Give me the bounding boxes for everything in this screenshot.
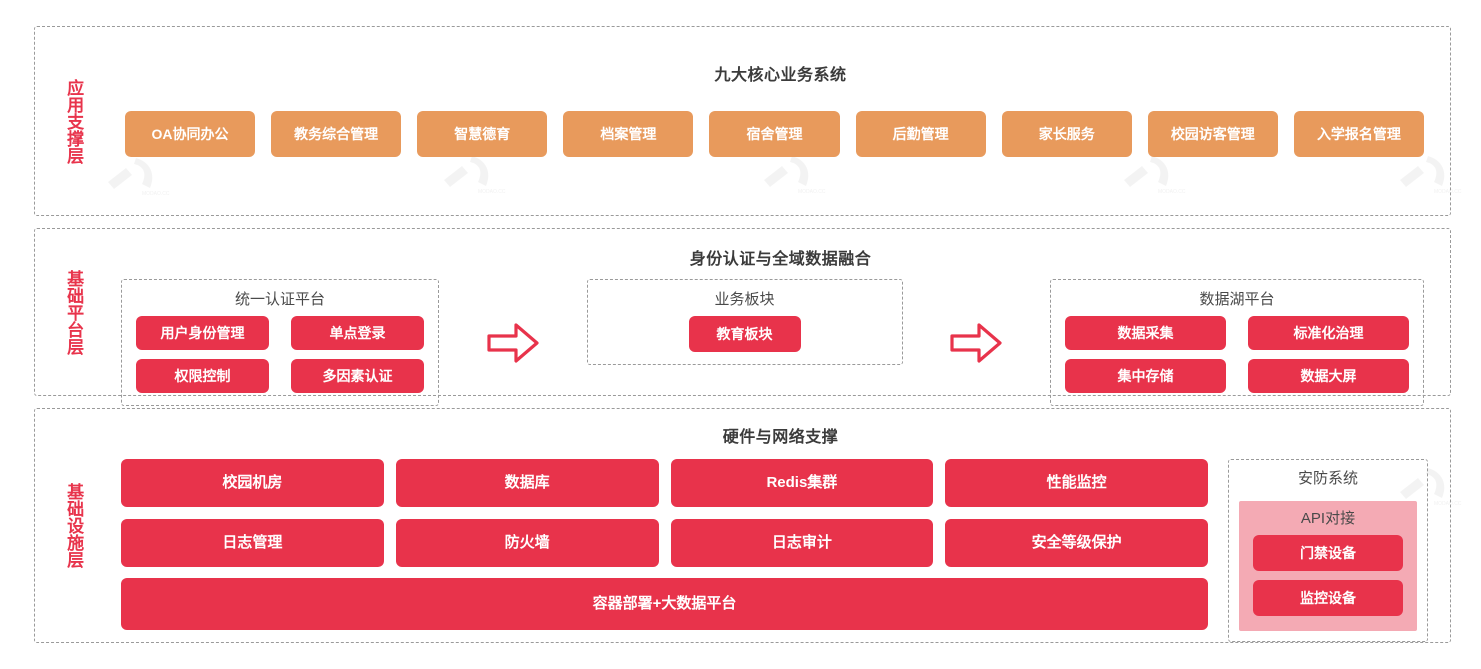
security-api-title: API对接 [1300, 510, 1356, 527]
panel-title-business-module: 业务板块 [714, 291, 775, 308]
flow-arrow-1 [439, 279, 587, 406]
infrastructure-grid: 校园机房 数据库 Redis集群 性能监控 日志管理 防火墙 日志审计 安全等级… [121, 459, 1208, 567]
layer-label-application-support: 应用支撑层 [64, 78, 84, 164]
layer-infrastructure: 基础设施层 硬件与网络支撑 校园机房 数据库 Redis集群 性能监控 日志管理… [34, 408, 1451, 643]
panel-business-module: 业务板块 教育板块 [586, 279, 903, 365]
layer-title-application-support: 九大核心业务系统 [714, 67, 847, 84]
layer-label-infrastructure: 基础设施层 [64, 483, 84, 568]
business-system-card[interactable]: 家长服务 [1001, 111, 1132, 157]
business-system-card[interactable]: 校园访客管理 [1147, 111, 1278, 157]
data-lake-card[interactable]: 数据采集 [1065, 316, 1226, 350]
infrastructure-card[interactable]: 日志审计 [670, 519, 934, 567]
infrastructure-card[interactable]: 数据库 [395, 459, 659, 507]
infrastructure-card[interactable]: 安全等级保护 [945, 519, 1208, 567]
infrastructure-card[interactable]: 校园机房 [121, 459, 384, 507]
layer-title-base-platform: 身份认证与全域数据融合 [689, 251, 872, 268]
layer-application-support: 应用支撑层 九大核心业务系统 OA协同办公 教务综合管理 智慧德育 档案管理 宿… [34, 26, 1451, 216]
unified-auth-card[interactable]: 多因素认证 [291, 359, 424, 393]
panel-data-lake: 数据湖平台 数据采集 标准化治理 集中存储 数据大屏 [1050, 279, 1424, 406]
security-device-card[interactable]: 监控设备 [1253, 580, 1403, 616]
business-system-card[interactable]: 宿舍管理 [709, 111, 840, 157]
panel-title-security-system: 安防系统 [1297, 470, 1358, 487]
business-system-card[interactable]: 档案管理 [563, 111, 694, 157]
infrastructure-full-row: 容器部署+大数据平台 [121, 578, 1208, 630]
data-lake-card[interactable]: 集中存储 [1065, 359, 1226, 393]
infrastructure-main-column: 校园机房 数据库 Redis集群 性能监控 日志管理 防火墙 日志审计 安全等级… [121, 459, 1208, 642]
security-device-card[interactable]: 门禁设备 [1253, 535, 1403, 571]
unified-auth-card[interactable]: 权限控制 [136, 359, 269, 393]
layer-body-base-platform: 身份认证与全域数据融合 统一认证平台 用户身份管理 单点登录 权限控制 多因素认… [111, 229, 1450, 406]
business-system-card[interactable]: 入学报名管理 [1293, 111, 1424, 157]
infrastructure-card[interactable]: 性能监控 [945, 459, 1208, 507]
flow-arrow-2 [903, 279, 1051, 406]
unified-auth-item-grid: 用户身份管理 单点登录 权限控制 多因素认证 [136, 316, 424, 393]
security-device-list: 门禁设备 监控设备 [1253, 535, 1403, 616]
unified-auth-card[interactable]: 用户身份管理 [136, 316, 269, 350]
unified-auth-card[interactable]: 单点登录 [291, 316, 424, 350]
panel-title-unified-auth: 统一认证平台 [234, 291, 325, 308]
infrastructure-card[interactable]: Redis集群 [670, 459, 934, 507]
business-system-card[interactable]: 智慧德育 [417, 111, 548, 157]
arrow-right-icon [950, 322, 1002, 363]
arrow-right-icon [487, 322, 539, 363]
business-module-list: 教育板块 [602, 316, 888, 352]
platform-row: 统一认证平台 用户身份管理 单点登录 权限控制 多因素认证 [111, 279, 1450, 406]
data-lake-card[interactable]: 数据大屏 [1248, 359, 1409, 393]
infrastructure-card[interactable]: 日志管理 [121, 519, 384, 567]
layer-title-infrastructure: 硬件与网络支撑 [722, 429, 839, 446]
data-lake-card[interactable]: 标准化治理 [1248, 316, 1409, 350]
business-system-card[interactable]: 后勤管理 [855, 111, 986, 157]
business-system-card[interactable]: 教务综合管理 [271, 111, 402, 157]
infrastructure-content: 校园机房 数据库 Redis集群 性能监控 日志管理 防火墙 日志审计 安全等级… [111, 459, 1450, 642]
data-lake-item-grid: 数据采集 标准化治理 集中存储 数据大屏 [1065, 316, 1409, 393]
business-module-card[interactable]: 教育板块 [688, 316, 801, 352]
business-system-card[interactable]: OA协同办公 [125, 111, 256, 157]
business-system-grid: OA协同办公 教务综合管理 智慧德育 档案管理 宿舍管理 后勤管理 家长服务 校… [111, 111, 1450, 157]
layer-body-infrastructure: 硬件与网络支撑 校园机房 数据库 Redis集群 性能监控 日志管理 防火墙 日… [111, 409, 1450, 642]
layer-body-application-support: 九大核心业务系统 OA协同办公 教务综合管理 智慧德育 档案管理 宿舍管理 后勤… [111, 27, 1450, 215]
layer-base-platform: 基础平台层 身份认证与全域数据融合 统一认证平台 用户身份管理 单点登录 权限控… [34, 228, 1451, 406]
panel-title-data-lake: 数据湖平台 [1199, 291, 1275, 308]
panel-unified-auth: 统一认证平台 用户身份管理 单点登录 权限控制 多因素认证 [121, 279, 439, 406]
panel-security-system: 安防系统 API对接 门禁设备 监控设备 [1228, 459, 1428, 642]
infrastructure-card[interactable]: 防火墙 [395, 519, 659, 567]
layer-label-base-platform: 基础平台层 [64, 269, 84, 355]
container-platform-card[interactable]: 容器部署+大数据平台 [121, 578, 1208, 630]
security-api-group: API对接 门禁设备 监控设备 [1239, 501, 1417, 631]
